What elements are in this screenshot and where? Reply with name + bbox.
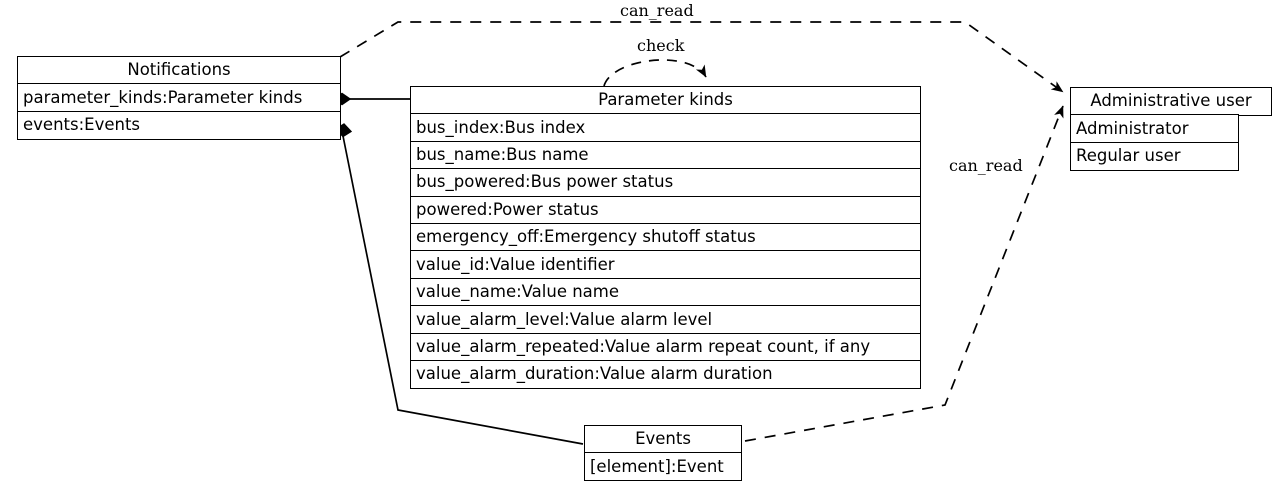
parameter-kinds-title: Parameter kinds [410,86,921,115]
edge-label-can-read-right: can_read [949,156,1023,175]
parameter-kinds-attribute-value-name[interactable]: value_name:Value name [410,277,921,307]
parameter-kinds-attribute-bus-powered[interactable]: bus_powered:Bus power status [410,168,921,198]
edge-label-can-read-top: can_read [620,1,694,20]
notifications-title: Notifications [17,56,341,85]
node-events[interactable]: Events [element]:Event [584,425,742,482]
administrative-user-attribute-administrator[interactable]: Administrator [1070,114,1239,144]
parameter-kinds-attribute-emergency-off[interactable]: emergency_off:Emergency shutoff status [410,223,921,253]
edge-notifications-parameter-kinds [332,92,410,106]
events-attribute-element[interactable]: [element]:Event [584,452,742,482]
notifications-attribute-parameter-kinds[interactable]: parameter_kinds:Parameter kinds [17,83,341,113]
parameter-kinds-attribute-value-alarm-repeated[interactable]: value_alarm_repeated:Value alarm repeat … [410,332,921,362]
parameter-kinds-attribute-value-id[interactable]: value_id:Value identifier [410,250,921,280]
parameter-kinds-attribute-powered[interactable]: powered:Power status [410,195,921,225]
node-notifications[interactable]: Notifications parameter_kinds:Parameter … [17,56,341,140]
node-administrative-user[interactable]: Administrative user Administrator Regula… [1070,87,1272,171]
edge-parameter-kinds-check [603,59,707,87]
parameter-kinds-attribute-value-alarm-level[interactable]: value_alarm_level:Value alarm level [410,305,921,335]
edge-label-check: check [637,36,685,55]
parameter-kinds-attribute-bus-index[interactable]: bus_index:Bus index [410,113,921,143]
events-title: Events [584,425,742,454]
administrative-user-title: Administrative user [1070,87,1272,116]
parameter-kinds-attribute-value-alarm-duration[interactable]: value_alarm_duration:Value alarm duratio… [410,360,921,390]
administrative-user-attribute-regular-user[interactable]: Regular user [1070,141,1239,171]
edge-events-can-read [744,105,1064,442]
notifications-attribute-events[interactable]: events:Events [17,110,341,140]
node-parameter-kinds[interactable]: Parameter kinds bus_index:Bus index bus_… [410,86,921,390]
parameter-kinds-attribute-bus-name[interactable]: bus_name:Bus name [410,140,921,170]
edge-notifications-can-read [339,21,1064,93]
